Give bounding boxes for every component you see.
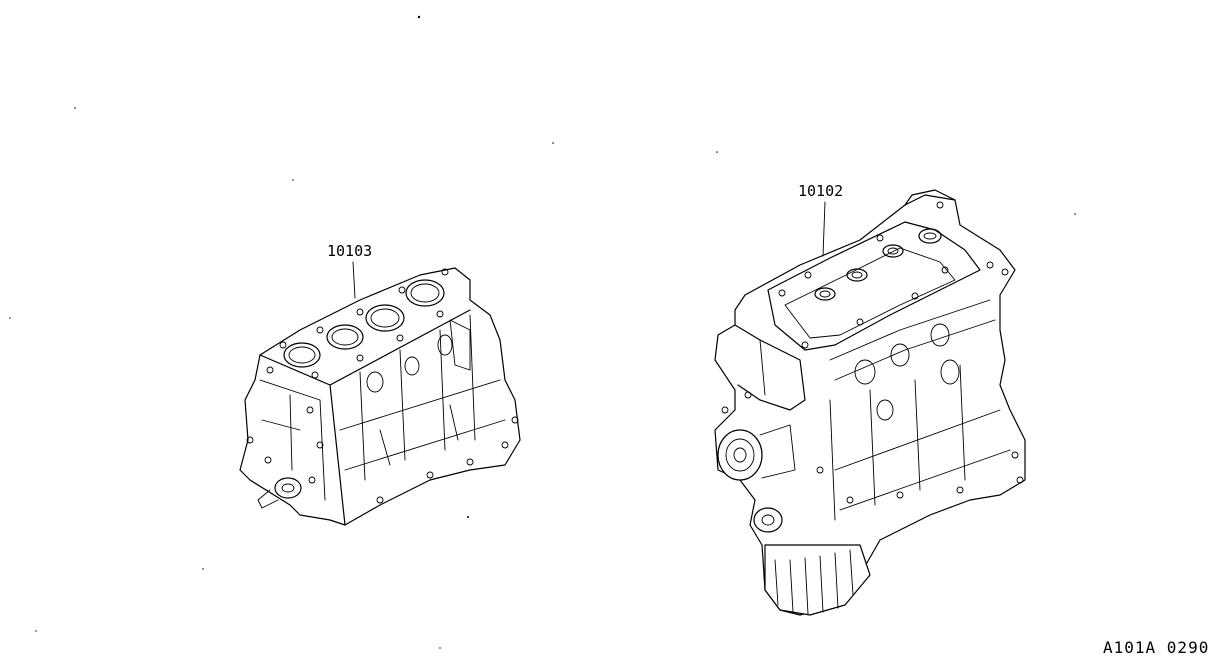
part-number-engine-assembly: 10102	[798, 182, 843, 200]
part-number-short-block: 10103	[327, 242, 372, 260]
diagram-code: A101A 0290	[1103, 638, 1209, 657]
engine-assembly-illustration	[714, 189, 1026, 616]
short-block-illustration	[239, 267, 521, 526]
scan-specks	[9, 15, 1076, 649]
leader-line-short-block	[352, 261, 356, 299]
deck-bolt-holes	[279, 268, 449, 379]
leader-line-engine-assembly	[822, 201, 826, 257]
